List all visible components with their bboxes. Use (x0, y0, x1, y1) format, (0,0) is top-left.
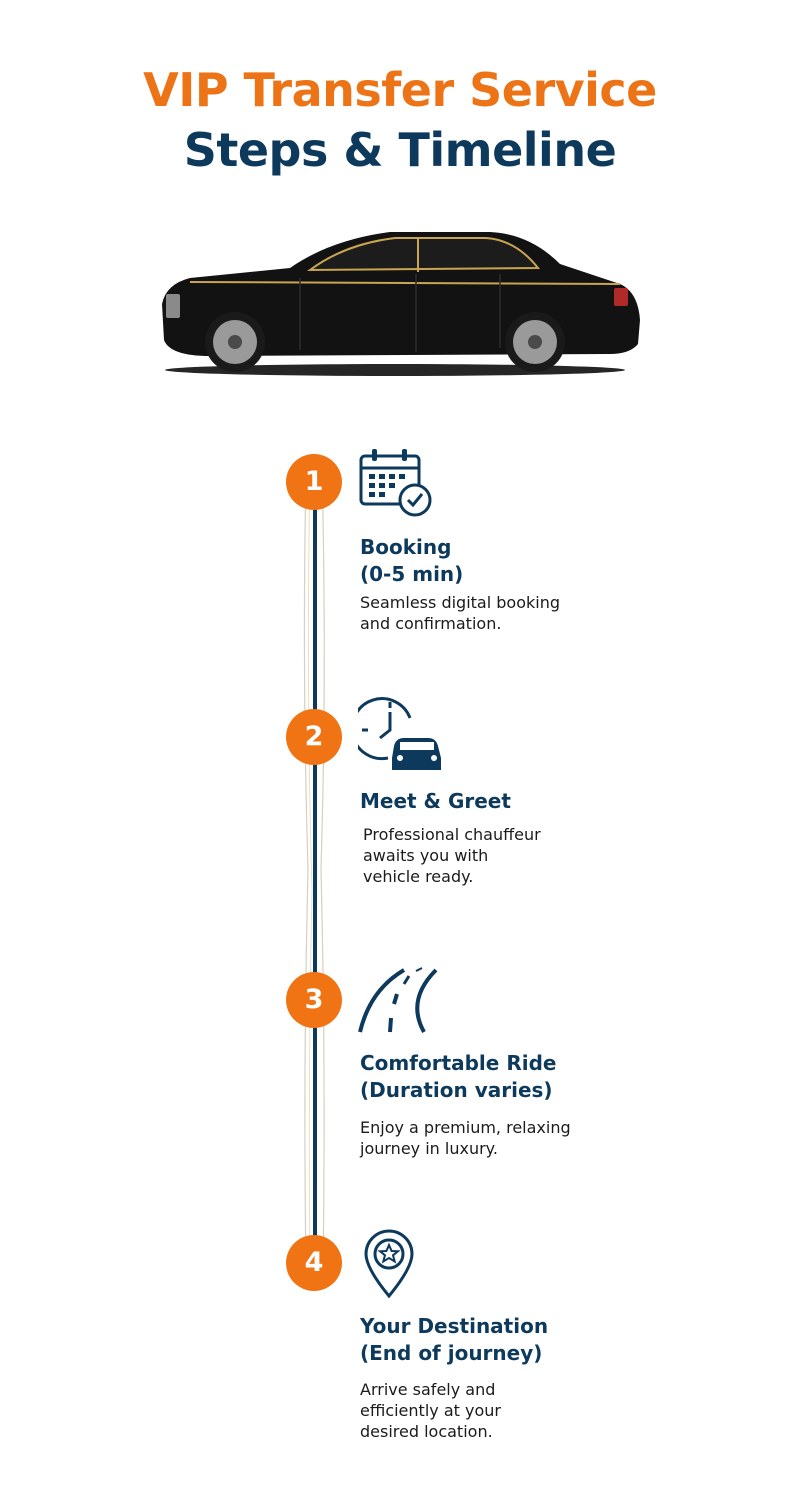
step-title-2: Meet & Greet (360, 789, 511, 813)
step-description-4: Arrive safely and efficiently at your de… (360, 1380, 501, 1441)
step-number-2: 2 (286, 709, 342, 765)
step-description-1: Seamless digital booking and confirmatio… (360, 593, 560, 633)
step-number-4: 4 (286, 1235, 342, 1291)
page-title: VIP Transfer Service (143, 63, 657, 117)
calendar-check-icon (359, 449, 432, 517)
page-subtitle: Steps & Timeline (183, 123, 617, 177)
car-image (162, 232, 640, 376)
location-star-icon (364, 1229, 414, 1299)
timeline-line (303, 470, 325, 1270)
step-title-1: Booking (0-5 min) (360, 535, 464, 586)
step-number-3: 3 (286, 972, 342, 1028)
step-title-4: Your Destination (End of journey) (360, 1314, 549, 1365)
clock-car-icon (358, 697, 441, 770)
step-number-1: 1 (286, 454, 342, 510)
step-description-3: Enjoy a premium, relaxing journey in lux… (360, 1118, 571, 1158)
step-title-3: Comfortable Ride (Duration varies) (360, 1051, 557, 1102)
road-icon (358, 967, 438, 1033)
step-description-2: Professional chauffeur awaits you with v… (363, 825, 541, 886)
